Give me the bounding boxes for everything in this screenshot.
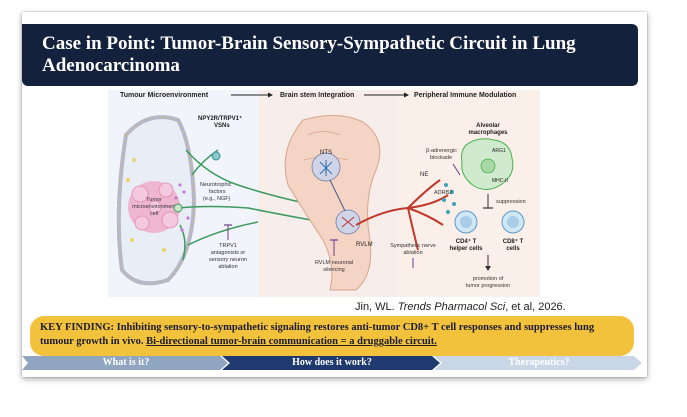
cd8-t-cell: [501, 210, 525, 234]
promotion-label-a: promotion of: [473, 276, 504, 282]
slide-title: Case in Point: Tumor-Brain Sensory-Sympa…: [42, 33, 576, 76]
trpv1-label-c: sensory neuron: [209, 257, 247, 263]
ne-label: NE: [420, 172, 428, 178]
citation: Jin, WL. Trends Pharmacol Sci, et al, 20…: [355, 301, 566, 313]
step-what-shape: [22, 356, 228, 370]
symp-ablation-b: ablation: [403, 250, 422, 256]
cd4-label-b: helper cells: [449, 246, 483, 252]
header-brainstem: Brain stem Integration: [280, 92, 354, 99]
mhc-label: MHC-II: [492, 178, 508, 184]
header-arrow-1: [231, 92, 273, 98]
header-peripheral: Peripheral Immune Modulation: [414, 92, 516, 99]
ngf-label: (e.g., NGF): [203, 196, 231, 202]
header-tumour: Tumour Microenvironment: [120, 92, 209, 99]
vsns-label: NPY2R/TRPV1⁺: [198, 115, 242, 122]
ngf-particles: [174, 183, 190, 232]
trpv1-label-a: TRPV1: [219, 243, 237, 249]
vsns-label-2: VSNs: [214, 123, 230, 129]
vsn-terminal-icon: [173, 203, 183, 213]
rvlm-silencing-a: RVLM neuronal: [315, 260, 353, 266]
cd4-label-a: CD4⁺ T: [456, 238, 477, 245]
progress-steps: What is it? How does it work? Therapeuti…: [22, 356, 642, 370]
cd8-label-b: cells: [506, 246, 520, 252]
trpv1-label-d: ablation: [218, 264, 237, 270]
key-finding-text: KEY FINDING: Inhibiting sensory-to-sympa…: [40, 321, 630, 349]
cell-label: cell: [150, 211, 158, 217]
step-therapeutics-shape: [434, 356, 642, 370]
rvlm-label: RVLM: [356, 242, 373, 248]
steps-shapes: [22, 356, 642, 370]
factors-label: factors: [209, 189, 226, 195]
cd8-label-a: CD8⁺ T: [503, 238, 524, 245]
adrb2-label: ADRB2: [434, 190, 452, 196]
step-what-is-it[interactable]: What is it?: [102, 357, 150, 368]
step-how-does-it-work[interactable]: How does it work?: [292, 357, 372, 368]
promotion-label-b: tumor progression: [466, 283, 510, 289]
beta-blockade-a: β-adrenergic: [426, 148, 457, 154]
vsn-soma-icon: [211, 151, 221, 161]
step-therapeutics[interactable]: Therapeutics?: [508, 357, 570, 368]
beta-blockade-b: blockade: [430, 155, 452, 161]
circuit-diagram: Tumour Microenvironment Brain stem Integ…: [108, 90, 540, 297]
nts-neuron-icon: [319, 160, 333, 176]
suppression-label: suppression: [496, 199, 526, 205]
alveolar-label-b: macrophages: [468, 130, 508, 136]
step-how-shape: [222, 356, 440, 370]
neurotrophic-label: Neurotrophic: [200, 182, 232, 188]
citation-author: Jin, WL.: [355, 301, 398, 313]
beta-inhibit-line: [452, 163, 461, 176]
cd4-t-cell: [454, 210, 478, 234]
brainstem: [284, 115, 381, 291]
symp-ablation-a: Sympathetic nerve: [390, 243, 436, 249]
title-bar: Case in Point: Tumor-Brain Sensory-Sympa…: [22, 24, 638, 86]
header-arrow-2: [364, 92, 409, 98]
rvlm-silencing-b: silencing: [323, 267, 344, 273]
arg1-label: ARG1: [492, 148, 506, 154]
citation-rest: , et al, 2026.: [505, 301, 566, 313]
progression-arrow: [485, 255, 491, 271]
rvlm-neuron-icon: [341, 216, 355, 228]
microenv-label: microenvironment: [132, 204, 176, 210]
key-finding-box: KEY FINDING: Inhibiting sensory-to-sympa…: [30, 316, 634, 356]
sympathetic-nerve: [355, 179, 449, 251]
ne-particles: [442, 183, 456, 214]
yellow-particles: [126, 158, 166, 252]
citation-journal: Trends Pharmacol Sci: [397, 301, 506, 313]
alveolar-label-a: Alveolar: [476, 123, 500, 129]
tumor-label: Tumor: [146, 197, 162, 203]
key-finding-main: KEY FINDING: Inhibiting sensory-to-sympa…: [40, 322, 595, 347]
nts-label: NTS: [320, 150, 332, 156]
nts-rvlm-connection: [329, 179, 346, 212]
trpv1-label-b: antagonists or: [211, 250, 246, 256]
tumor-cell-cluster: [128, 181, 180, 233]
key-finding-underlined: Bi-directional tumor-brain communication…: [146, 336, 437, 347]
macrophage-cell: [461, 138, 514, 190]
